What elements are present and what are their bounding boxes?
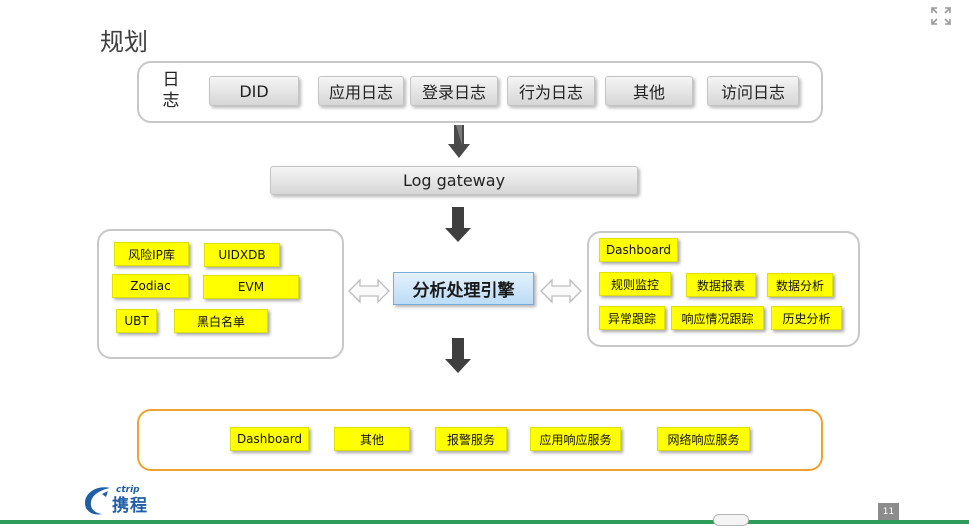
output-other: 其他: [334, 427, 410, 451]
monitor-data-analysis: 数据分析: [767, 273, 833, 297]
logo-latin-text: ctrip: [116, 485, 140, 495]
down-arrow-icon: [448, 125, 470, 158]
fullscreen-icon[interactable]: [931, 7, 951, 25]
log-source-other: 其他: [605, 76, 693, 106]
log-source-login-log: 登录日志: [410, 76, 498, 106]
output-dashboard: Dashboard: [230, 427, 309, 451]
log-source-access-log: 访问日志: [707, 76, 799, 106]
monitor-rule: 规则监控: [599, 272, 671, 296]
logo-chinese-text: 携程: [112, 496, 148, 516]
monitor-history-analysis: 历史分析: [771, 306, 842, 330]
log-source-behavior-log: 行为日志: [507, 76, 595, 106]
log-gateway: Log gateway: [270, 166, 638, 195]
slide-scroll-handle[interactable]: [713, 514, 749, 526]
output-network-response-service: 网络响应服务: [657, 427, 750, 451]
bidirectional-arrow-icon: [348, 278, 390, 304]
data-source-blacklist: 黑白名单: [174, 309, 268, 333]
footer-line: [0, 520, 969, 524]
log-source-app-log: 应用日志: [318, 76, 404, 106]
monitor-data-report: 数据报表: [686, 273, 756, 297]
log-source-did: DID: [209, 76, 299, 106]
slide-title: 规划: [100, 28, 148, 56]
data-source-ubt: UBT: [116, 309, 157, 333]
data-source-evm: EVM: [203, 275, 299, 299]
logs-label: 日 志: [158, 70, 184, 112]
data-source-uidxdb: UIDXDB: [204, 243, 280, 267]
page-number: 11: [878, 503, 899, 520]
down-arrow-icon: [445, 207, 471, 242]
analysis-engine: 分析处理引擎: [393, 272, 534, 305]
logs-label-line2: 志: [162, 91, 180, 111]
monitor-dashboard: Dashboard: [599, 238, 678, 262]
output-app-response-service: 应用响应服务: [530, 427, 621, 451]
monitor-exception-tracking: 异常跟踪: [599, 306, 665, 330]
dolphin-logo-icon: [85, 487, 110, 515]
output-alert-service: 报警服务: [435, 427, 507, 451]
logs-label-line1: 日: [162, 70, 180, 90]
bidirectional-arrow-icon: [540, 278, 582, 304]
down-arrow-icon: [445, 338, 471, 373]
data-source-zodiac: Zodiac: [112, 274, 189, 298]
data-source-risk-ip: 风险IP库: [114, 242, 189, 266]
monitor-response-tracking: 响应情况跟踪: [671, 306, 764, 330]
